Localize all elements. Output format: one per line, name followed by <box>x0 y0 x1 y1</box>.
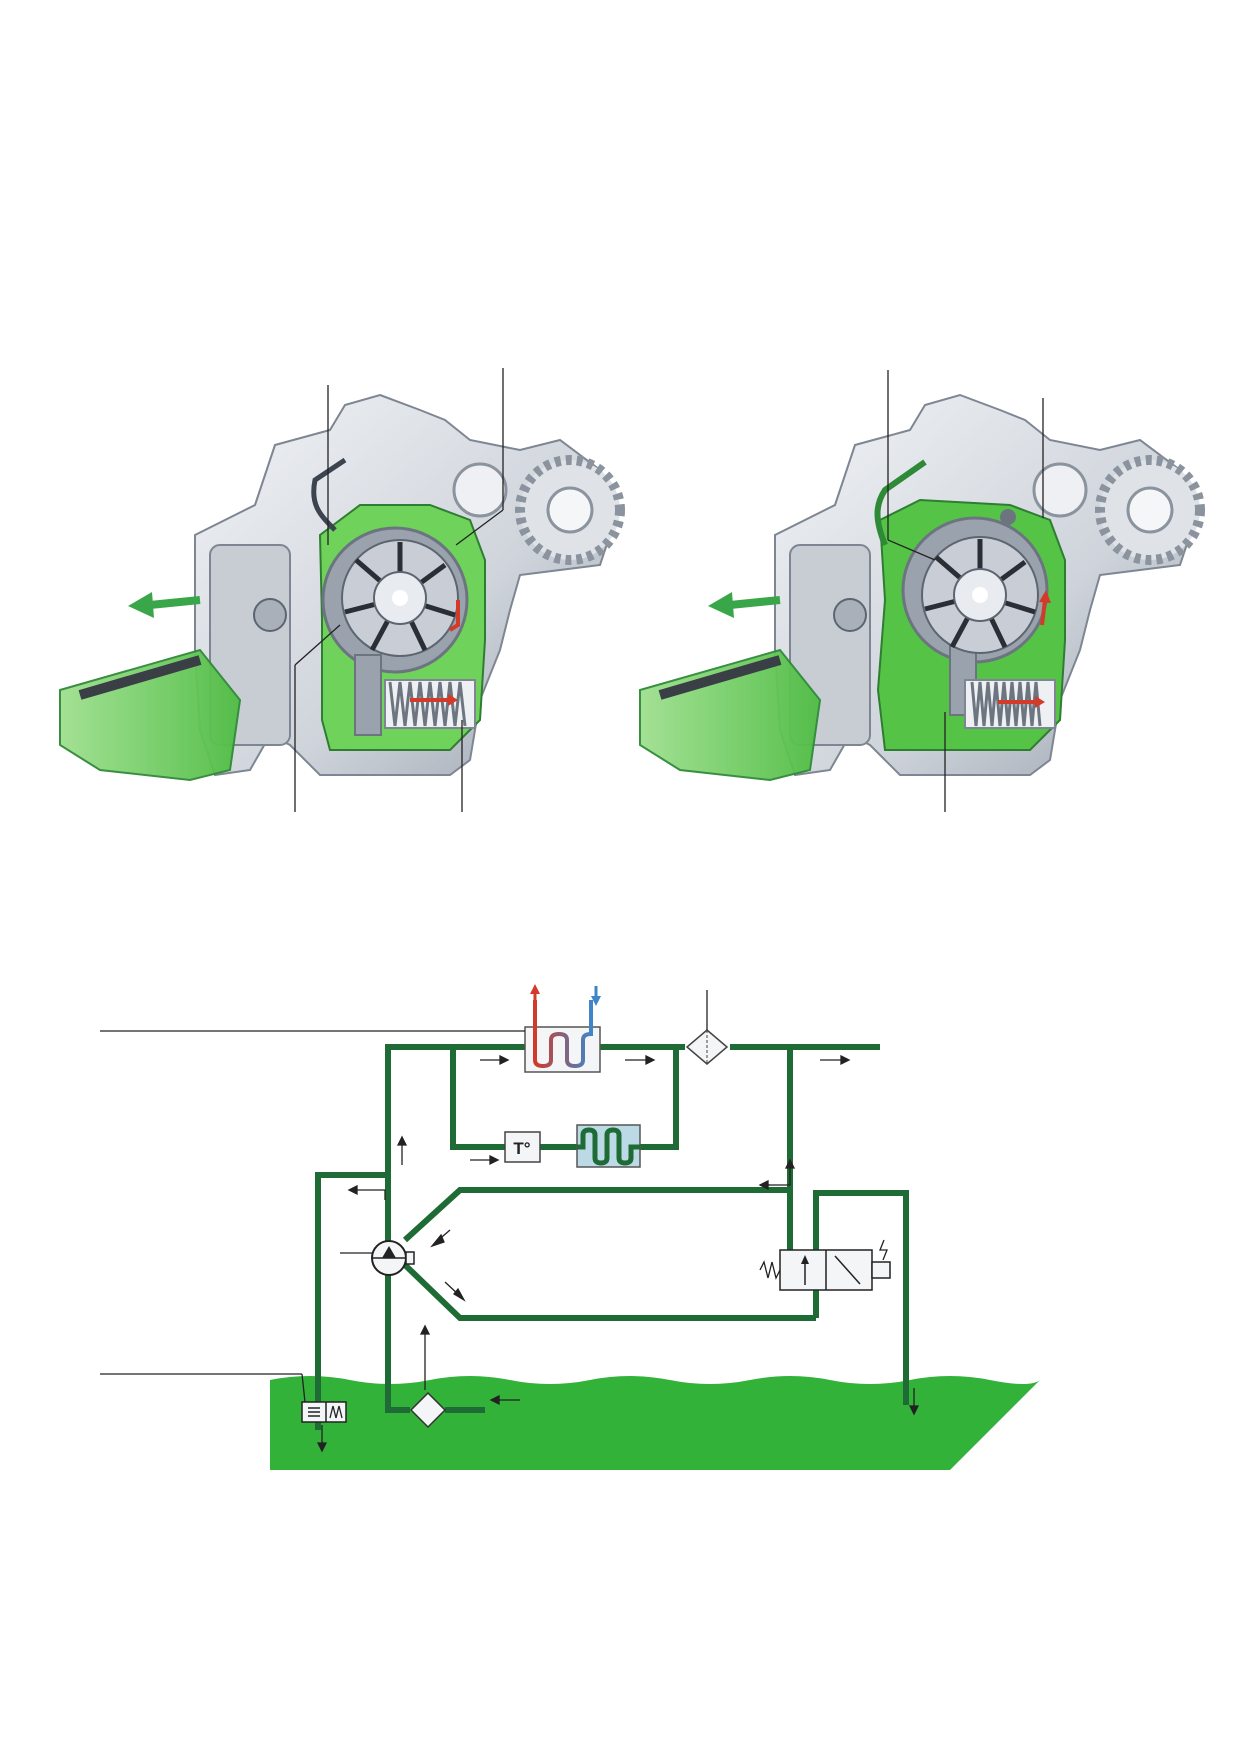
spring-force-arrowhead <box>1035 696 1045 708</box>
thermostat-icon <box>504 1131 541 1163</box>
bolt-hole <box>1032 462 1088 518</box>
control-spring <box>388 681 467 727</box>
control-arm <box>354 654 382 736</box>
valve-port-arrowhead <box>801 1255 809 1264</box>
cooler-coil <box>533 1000 593 1069</box>
leader-lines-left <box>294 368 504 812</box>
pump-view-left <box>59 368 625 812</box>
bolt-hole <box>452 462 508 518</box>
oil-pipes <box>315 1044 909 1430</box>
oil-outlet-arrow <box>729 596 781 609</box>
thermostat-label: T° <box>513 1139 530 1158</box>
coolant-in-arrowhead <box>591 996 601 1006</box>
suction-strainer-icon <box>409 1391 447 1429</box>
electric-bolt-icon <box>879 1239 888 1261</box>
valve-spring <box>759 1260 781 1280</box>
suction-strainer <box>59 648 242 782</box>
relief-plug <box>253 598 287 632</box>
rotation-arrow <box>1040 599 1047 626</box>
rotor-shaft <box>392 590 408 606</box>
oil-circuit-schematic: T° <box>100 984 1040 1470</box>
oil-outlet-arrowhead <box>128 592 154 618</box>
flow-arrows <box>316 1054 920 1453</box>
relief-plug <box>833 598 867 632</box>
spring-force-arrowhead <box>448 694 458 706</box>
strainer-pipe <box>78 655 202 700</box>
oil-sump <box>270 1376 1040 1470</box>
drive-hub <box>1126 486 1174 534</box>
drive-hub <box>546 486 594 534</box>
leader-lines-schematic <box>100 990 708 1403</box>
outlet-pipe <box>874 459 927 547</box>
strainer-pipe <box>658 655 782 700</box>
pressure-relief-valve-icon <box>301 1401 347 1423</box>
valve-flow-arrow <box>834 1255 861 1285</box>
oil-outlet-arrowhead <box>708 592 734 618</box>
leader-lines-right <box>887 370 1044 812</box>
control-pin <box>1000 509 1016 525</box>
heat-out-arrowhead <box>530 984 540 994</box>
rotor-shaft <box>972 587 988 603</box>
outlet-pipe <box>311 457 347 532</box>
bypass-coil <box>577 1127 640 1166</box>
pump-control-port <box>405 1251 415 1265</box>
rotation-arrow <box>448 600 460 632</box>
suction-strainer <box>639 648 822 782</box>
valve-solenoid <box>871 1261 891 1279</box>
pump-direction-triangle <box>382 1246 396 1258</box>
relief-valve-spring <box>329 1405 343 1419</box>
oil-outlet-arrow <box>149 596 201 609</box>
pump-view-right <box>639 370 1205 812</box>
rotation-arrowhead <box>1039 590 1051 603</box>
